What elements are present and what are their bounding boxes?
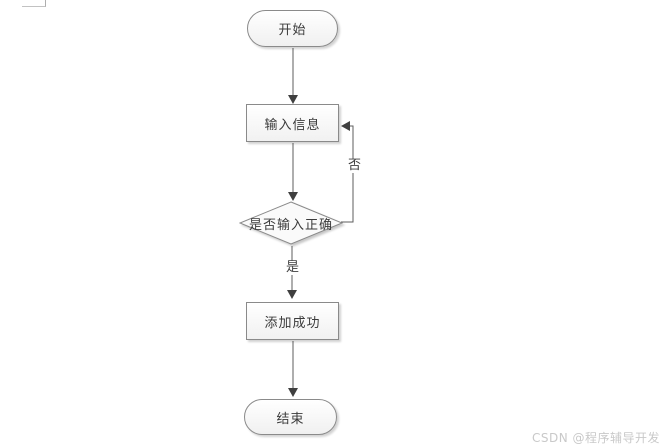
flow-node-start-label: 开始 xyxy=(278,23,307,38)
flow-node-input-info-label: 输入信息 xyxy=(264,117,321,133)
flow-node-input-info: 输入信息 xyxy=(246,104,339,142)
edge-input-to-decision xyxy=(288,143,298,201)
arrowhead-left-icon xyxy=(341,121,350,131)
flow-node-start: 开始 xyxy=(247,10,338,47)
cropped-ui-corner-artifact xyxy=(22,0,46,7)
flow-node-end: 结束 xyxy=(244,399,337,435)
flow-node-add-success-label: 添加成功 xyxy=(264,315,321,331)
csdn-watermark: CSDN @程序辅导开发 xyxy=(531,431,660,445)
flow-node-end-label: 结束 xyxy=(276,411,305,427)
arrowhead-down-icon xyxy=(288,388,298,397)
edge-start-to-input xyxy=(288,48,298,104)
edge-label-no: 否 xyxy=(347,158,363,173)
flow-node-decision-label: 是否输入正确 xyxy=(248,217,333,233)
flow-node-add-success: 添加成功 xyxy=(246,302,339,340)
edge-label-yes: 是 xyxy=(285,260,301,275)
flow-node-decision: 是否输入正确 xyxy=(239,199,343,247)
edge-success-to-end xyxy=(288,341,298,397)
arrowhead-down-icon xyxy=(288,95,298,104)
arrowhead-down-icon xyxy=(287,290,297,299)
diamond-shape-icon xyxy=(239,201,343,245)
